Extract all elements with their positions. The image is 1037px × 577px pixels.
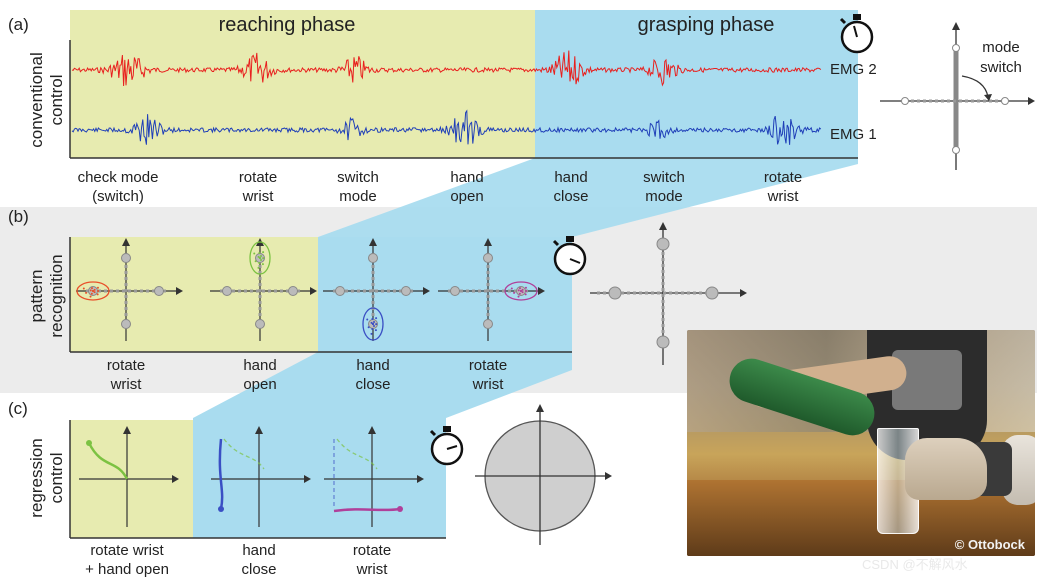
- svg-text:check mode: check mode: [78, 169, 159, 186]
- svg-text:rotate: rotate: [107, 357, 145, 374]
- svg-text:wrist: wrist: [356, 561, 389, 577]
- trajectory: [87, 442, 129, 480]
- class-cluster: [504, 281, 538, 301]
- grasping-phase-background-a: [535, 10, 858, 158]
- stopwatch-icon: [552, 236, 587, 276]
- action-label: rotate wrist: [353, 542, 391, 577]
- trajectory: [333, 507, 401, 513]
- svg-text:hand: hand: [554, 169, 587, 186]
- photo-watermark: © Ottobock: [954, 537, 1025, 552]
- prosthetic-hand-photo: © Ottobock: [687, 330, 1035, 556]
- svg-text:wrist: wrist: [767, 188, 800, 205]
- regression-summary-circle: [475, 404, 612, 545]
- svg-text:control: control: [47, 74, 66, 125]
- svg-text:recognition: recognition: [47, 254, 66, 337]
- svg-text:switch: switch: [337, 169, 379, 186]
- mode-switch-label-1: mode: [982, 39, 1020, 56]
- panel-b-action-labels: rotate wrist hand open hand close rotate wri…: [107, 357, 507, 393]
- action-label: hand open: [243, 357, 276, 393]
- regression-plot: [324, 426, 424, 527]
- svg-text:hand: hand: [243, 357, 276, 374]
- panel-c-action-labels: rotate wrist + hand open hand close rotate…: [85, 542, 391, 577]
- svg-text:(switch): (switch): [92, 188, 144, 205]
- action-label: rotate wrist: [764, 169, 802, 205]
- svg-text:+ hand open: + hand open: [85, 561, 169, 577]
- stopwatch-icon: [839, 14, 874, 54]
- svg-text:close: close: [355, 376, 390, 393]
- action-label: rotate wrist + hand open: [85, 542, 169, 577]
- action-label: rotate wrist: [469, 357, 507, 393]
- svg-text:switch: switch: [643, 169, 685, 186]
- svg-text:wrist: wrist: [242, 188, 275, 205]
- grasping-phase-title: grasping phase: [638, 14, 775, 36]
- svg-text:mode: mode: [645, 188, 683, 205]
- reaching-phase-background-a: [70, 10, 535, 158]
- panel-b-label: (b): [8, 207, 29, 226]
- svg-text:wrist: wrist: [110, 376, 143, 393]
- svg-text:open: open: [243, 376, 276, 393]
- action-label: hand close: [355, 357, 390, 393]
- svg-text:mode: mode: [339, 188, 377, 205]
- mode-switch-label-2: switch: [980, 59, 1022, 76]
- page-watermark: CSDN @不解风水: [862, 557, 968, 572]
- svg-text:conventional: conventional: [27, 52, 46, 147]
- panel-c-label: (c): [8, 399, 28, 418]
- grasping-funnel-bc: [193, 352, 572, 538]
- svg-text:hand: hand: [242, 542, 275, 559]
- emg-signal: [71, 50, 822, 87]
- pr-cross-plot: [210, 238, 317, 341]
- svg-text:rotate: rotate: [764, 169, 802, 186]
- mode-switch-diagram: [880, 22, 1035, 170]
- class-cluster: [249, 241, 271, 275]
- action-label: switch mode: [643, 169, 685, 205]
- action-label: hand close: [241, 542, 276, 577]
- action-label: hand close: [553, 169, 588, 205]
- emg2-trace: [71, 50, 822, 87]
- regression-plots: [79, 426, 424, 527]
- class-cluster: [76, 281, 110, 301]
- svg-text:rotate: rotate: [469, 357, 507, 374]
- svg-text:rotate: rotate: [239, 169, 277, 186]
- action-label: hand open: [450, 169, 483, 205]
- svg-text:regression: regression: [27, 438, 46, 517]
- emg1-label: EMG 1: [830, 126, 877, 143]
- grasping-phase-background-b: [318, 237, 572, 352]
- svg-text:hand: hand: [450, 169, 483, 186]
- svg-text:rotate: rotate: [353, 542, 391, 559]
- svg-text:close: close: [553, 188, 588, 205]
- row-title-c: regression control: [27, 438, 66, 517]
- trajectory: [218, 438, 224, 510]
- pattern-recognition-plots: [76, 238, 545, 341]
- svg-text:pattern: pattern: [27, 270, 46, 323]
- action-label: rotate wrist: [239, 169, 277, 205]
- emg-signal: [71, 109, 822, 145]
- stopwatch-icon: [429, 426, 464, 466]
- emg2-label: EMG 2: [830, 61, 877, 78]
- class-cluster: [362, 307, 384, 341]
- row-title-b: pattern recognition: [27, 254, 66, 337]
- pr-cross-plot: [76, 238, 183, 341]
- svg-text:hand: hand: [356, 357, 389, 374]
- svg-text:close: close: [241, 561, 276, 577]
- action-label: switch mode: [337, 169, 379, 205]
- row-title-a: conventional control: [27, 52, 66, 147]
- pr-cross-plot: [438, 238, 545, 341]
- action-label: check mode (switch): [78, 169, 159, 205]
- emg1-trace: [71, 109, 822, 145]
- regression-plot: [79, 426, 179, 527]
- pr-cross-plot: [323, 238, 430, 341]
- svg-text:open: open: [450, 188, 483, 205]
- action-label: rotate wrist: [107, 357, 145, 393]
- reaching-phase-title: reaching phase: [219, 14, 356, 36]
- pattern-recognition-summary-cross: [590, 222, 747, 365]
- panel-a-action-labels: check mode (switch) rotate wrist switch mod…: [78, 169, 803, 205]
- panel-a-label: (a): [8, 15, 29, 34]
- svg-text:control: control: [47, 452, 66, 503]
- svg-text:wrist: wrist: [472, 376, 505, 393]
- svg-text:rotate wrist: rotate wrist: [90, 542, 164, 559]
- regression-plot: [211, 426, 311, 527]
